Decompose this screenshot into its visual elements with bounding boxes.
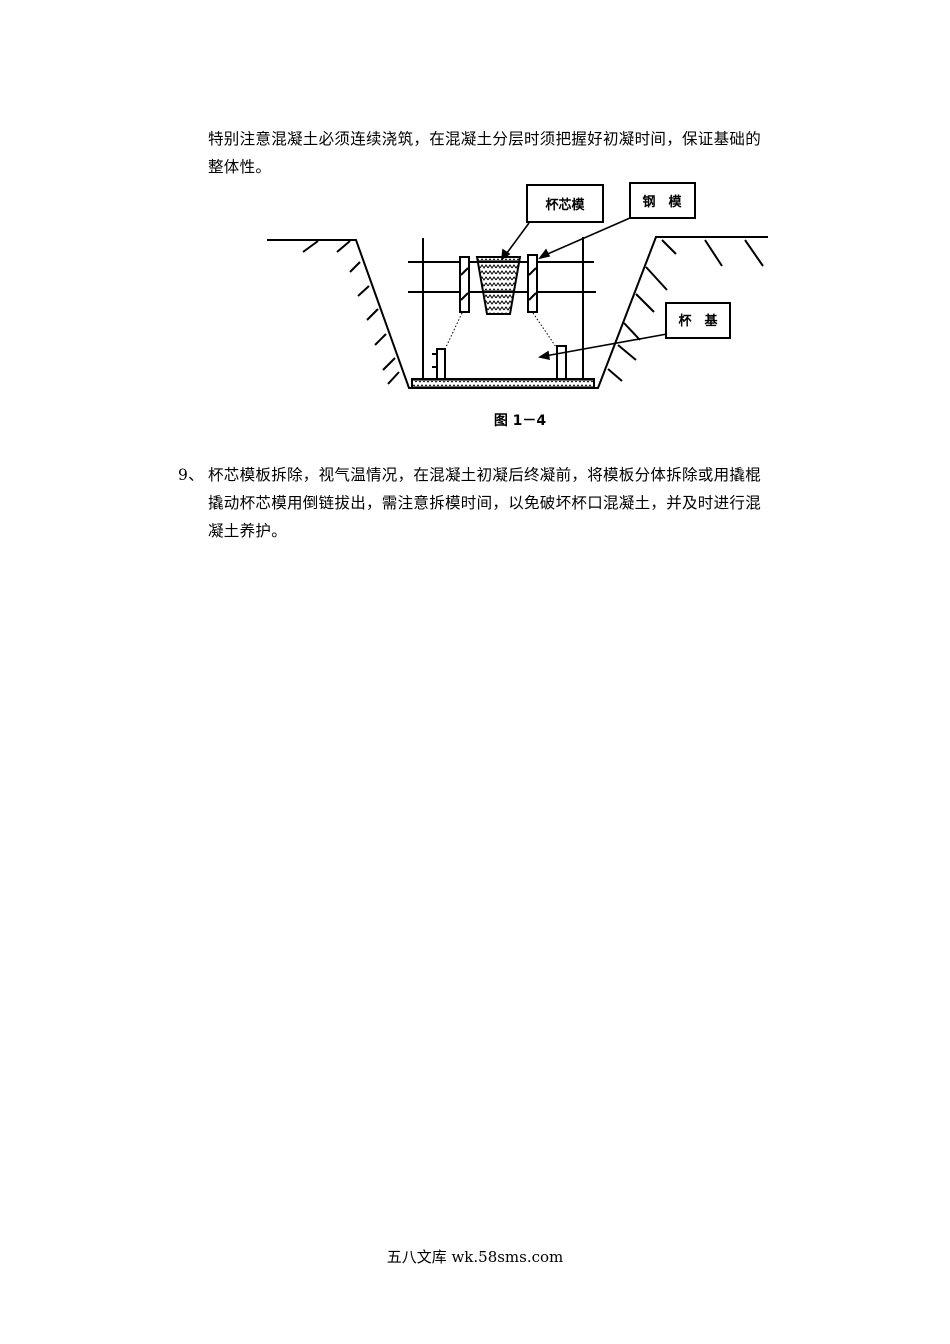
- cup-base-forms: [432, 345, 567, 380]
- label-core-mold: 杯芯模: [545, 197, 585, 213]
- item-9-line-2: 撬动杯芯模用倒链拔出，需注意拆模时间，以免破坏杯口混凝土，并及时进行混: [208, 494, 762, 512]
- intro-line-1: 特别注意混凝土必须连续浇筑，在混凝土分层时须把握好初凝时间，保证基础的: [208, 130, 762, 148]
- label-cup-base: 杯 基: [678, 313, 718, 329]
- label-steel-mold: 钢 模: [642, 194, 682, 210]
- intro-line-2: 整体性。: [208, 158, 272, 176]
- item-9-line-1: 杯芯模板拆除，视气温情况，在混凝土初凝后终凝前，将模板分体拆除或用撬棍: [208, 466, 762, 484]
- leader-arrows: [501, 217, 668, 361]
- figure-1-4-diagram: 杯芯模 钢 模 杯 基 图 1－4: [267, 182, 768, 429]
- footer-watermark: 五八文库 wk.58sms.com: [386, 1248, 564, 1266]
- item-9-number: 9、: [178, 466, 204, 484]
- figure-caption: 图 1－4: [494, 413, 547, 429]
- item-9-line-3: 凝土养护。: [208, 522, 288, 540]
- label-boxes: [526, 182, 731, 339]
- cup-core-mold: [475, 256, 522, 315]
- dotted-guides: [445, 312, 557, 348]
- base-slab: [411, 378, 595, 389]
- steel-mold-plates: [459, 254, 538, 313]
